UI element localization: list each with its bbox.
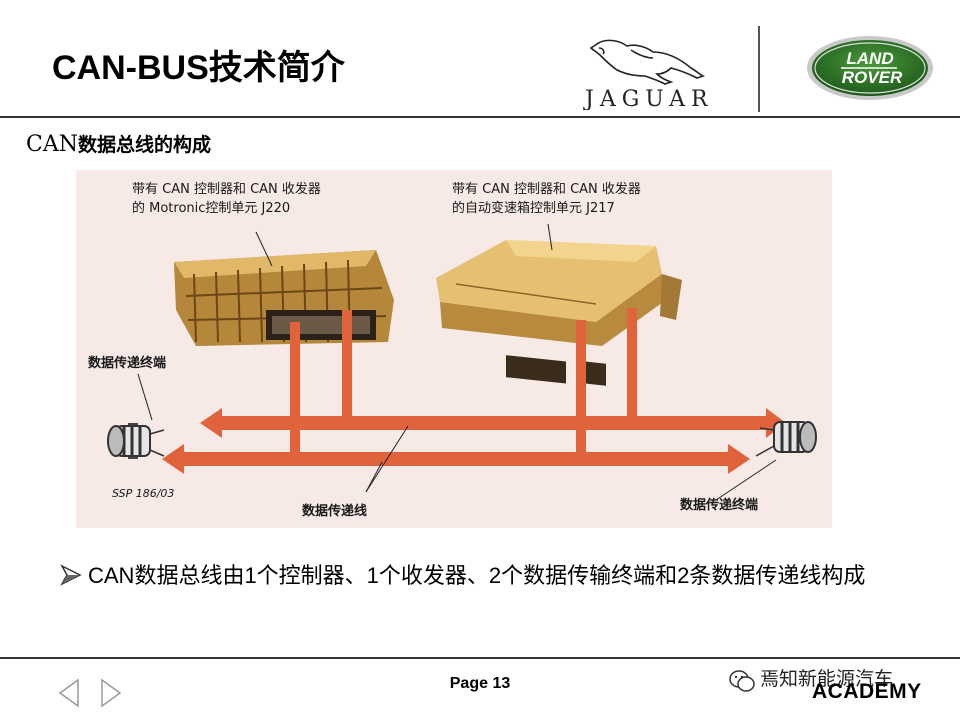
ecu1-label-line1: 带有 CAN 控制器和 CAN 收发器 bbox=[132, 182, 321, 197]
left-terminator-label: 数据传递终端 bbox=[88, 356, 167, 371]
can-bus-diagram: 带有 CAN 控制器和 CAN 收发器 的 Motronic控制单元 J220 … bbox=[76, 170, 832, 528]
landrover-logo: LAND ROVER bbox=[807, 36, 933, 100]
can-bus-line-high bbox=[200, 408, 786, 438]
transmission-ecu-icon bbox=[436, 223, 682, 386]
left-terminator-icon bbox=[107, 423, 165, 459]
subtitle-latin: CAN bbox=[26, 132, 78, 157]
wechat-icon bbox=[729, 670, 755, 692]
footer-divider bbox=[0, 657, 960, 659]
bus-lines-label: 数据传递线 bbox=[302, 504, 368, 519]
landrover-word-2: ROVER bbox=[842, 68, 903, 87]
leader-lines bbox=[137, 373, 777, 501]
page-number: Page 13 bbox=[449, 675, 511, 692]
diagram-graphics bbox=[107, 223, 817, 501]
bullet-text: CAN数据总线由1个控制器、1个收发器、2个数据传输终端和2条数据传递线构成 bbox=[88, 563, 866, 588]
section-subtitle: CAN数据总线的构成 bbox=[26, 130, 211, 157]
ecu2-label-line2: 的自动变速箱控制单元 J217 bbox=[452, 201, 615, 216]
landrover-word-1: LAND bbox=[846, 49, 893, 68]
right-terminator-label: 数据传递终端 bbox=[680, 498, 759, 513]
subtitle-cjk: 数据总线的构成 bbox=[77, 134, 211, 156]
ssp-code: SSP 186/03 bbox=[112, 487, 175, 500]
right-terminator-icon bbox=[755, 421, 817, 457]
jaguar-leaper-icon bbox=[589, 39, 706, 85]
jaguar-logo: JAGUAR bbox=[583, 39, 714, 110]
previous-slide-icon[interactable] bbox=[58, 678, 80, 708]
ecu2-label-line1: 带有 CAN 控制器和 CAN 收发器 bbox=[452, 182, 641, 197]
header-divider bbox=[0, 116, 960, 118]
page-title: CAN-BUS技术简介 bbox=[52, 49, 345, 87]
can-bus-line-low bbox=[162, 444, 750, 474]
logo-divider bbox=[758, 26, 760, 112]
motronic-ecu-icon bbox=[174, 231, 394, 346]
ecu1-label-line2: 的 Motronic控制单元 J220 bbox=[132, 201, 291, 216]
next-slide-icon[interactable] bbox=[100, 678, 122, 708]
jaguar-wordmark: JAGUAR bbox=[583, 87, 714, 110]
watermark-text: 焉知新能源汽车 bbox=[760, 668, 894, 690]
bus-connectors bbox=[290, 308, 637, 454]
arrow-bullet-icon bbox=[60, 564, 82, 586]
academy-wordmark: ACADEMY bbox=[812, 680, 922, 703]
